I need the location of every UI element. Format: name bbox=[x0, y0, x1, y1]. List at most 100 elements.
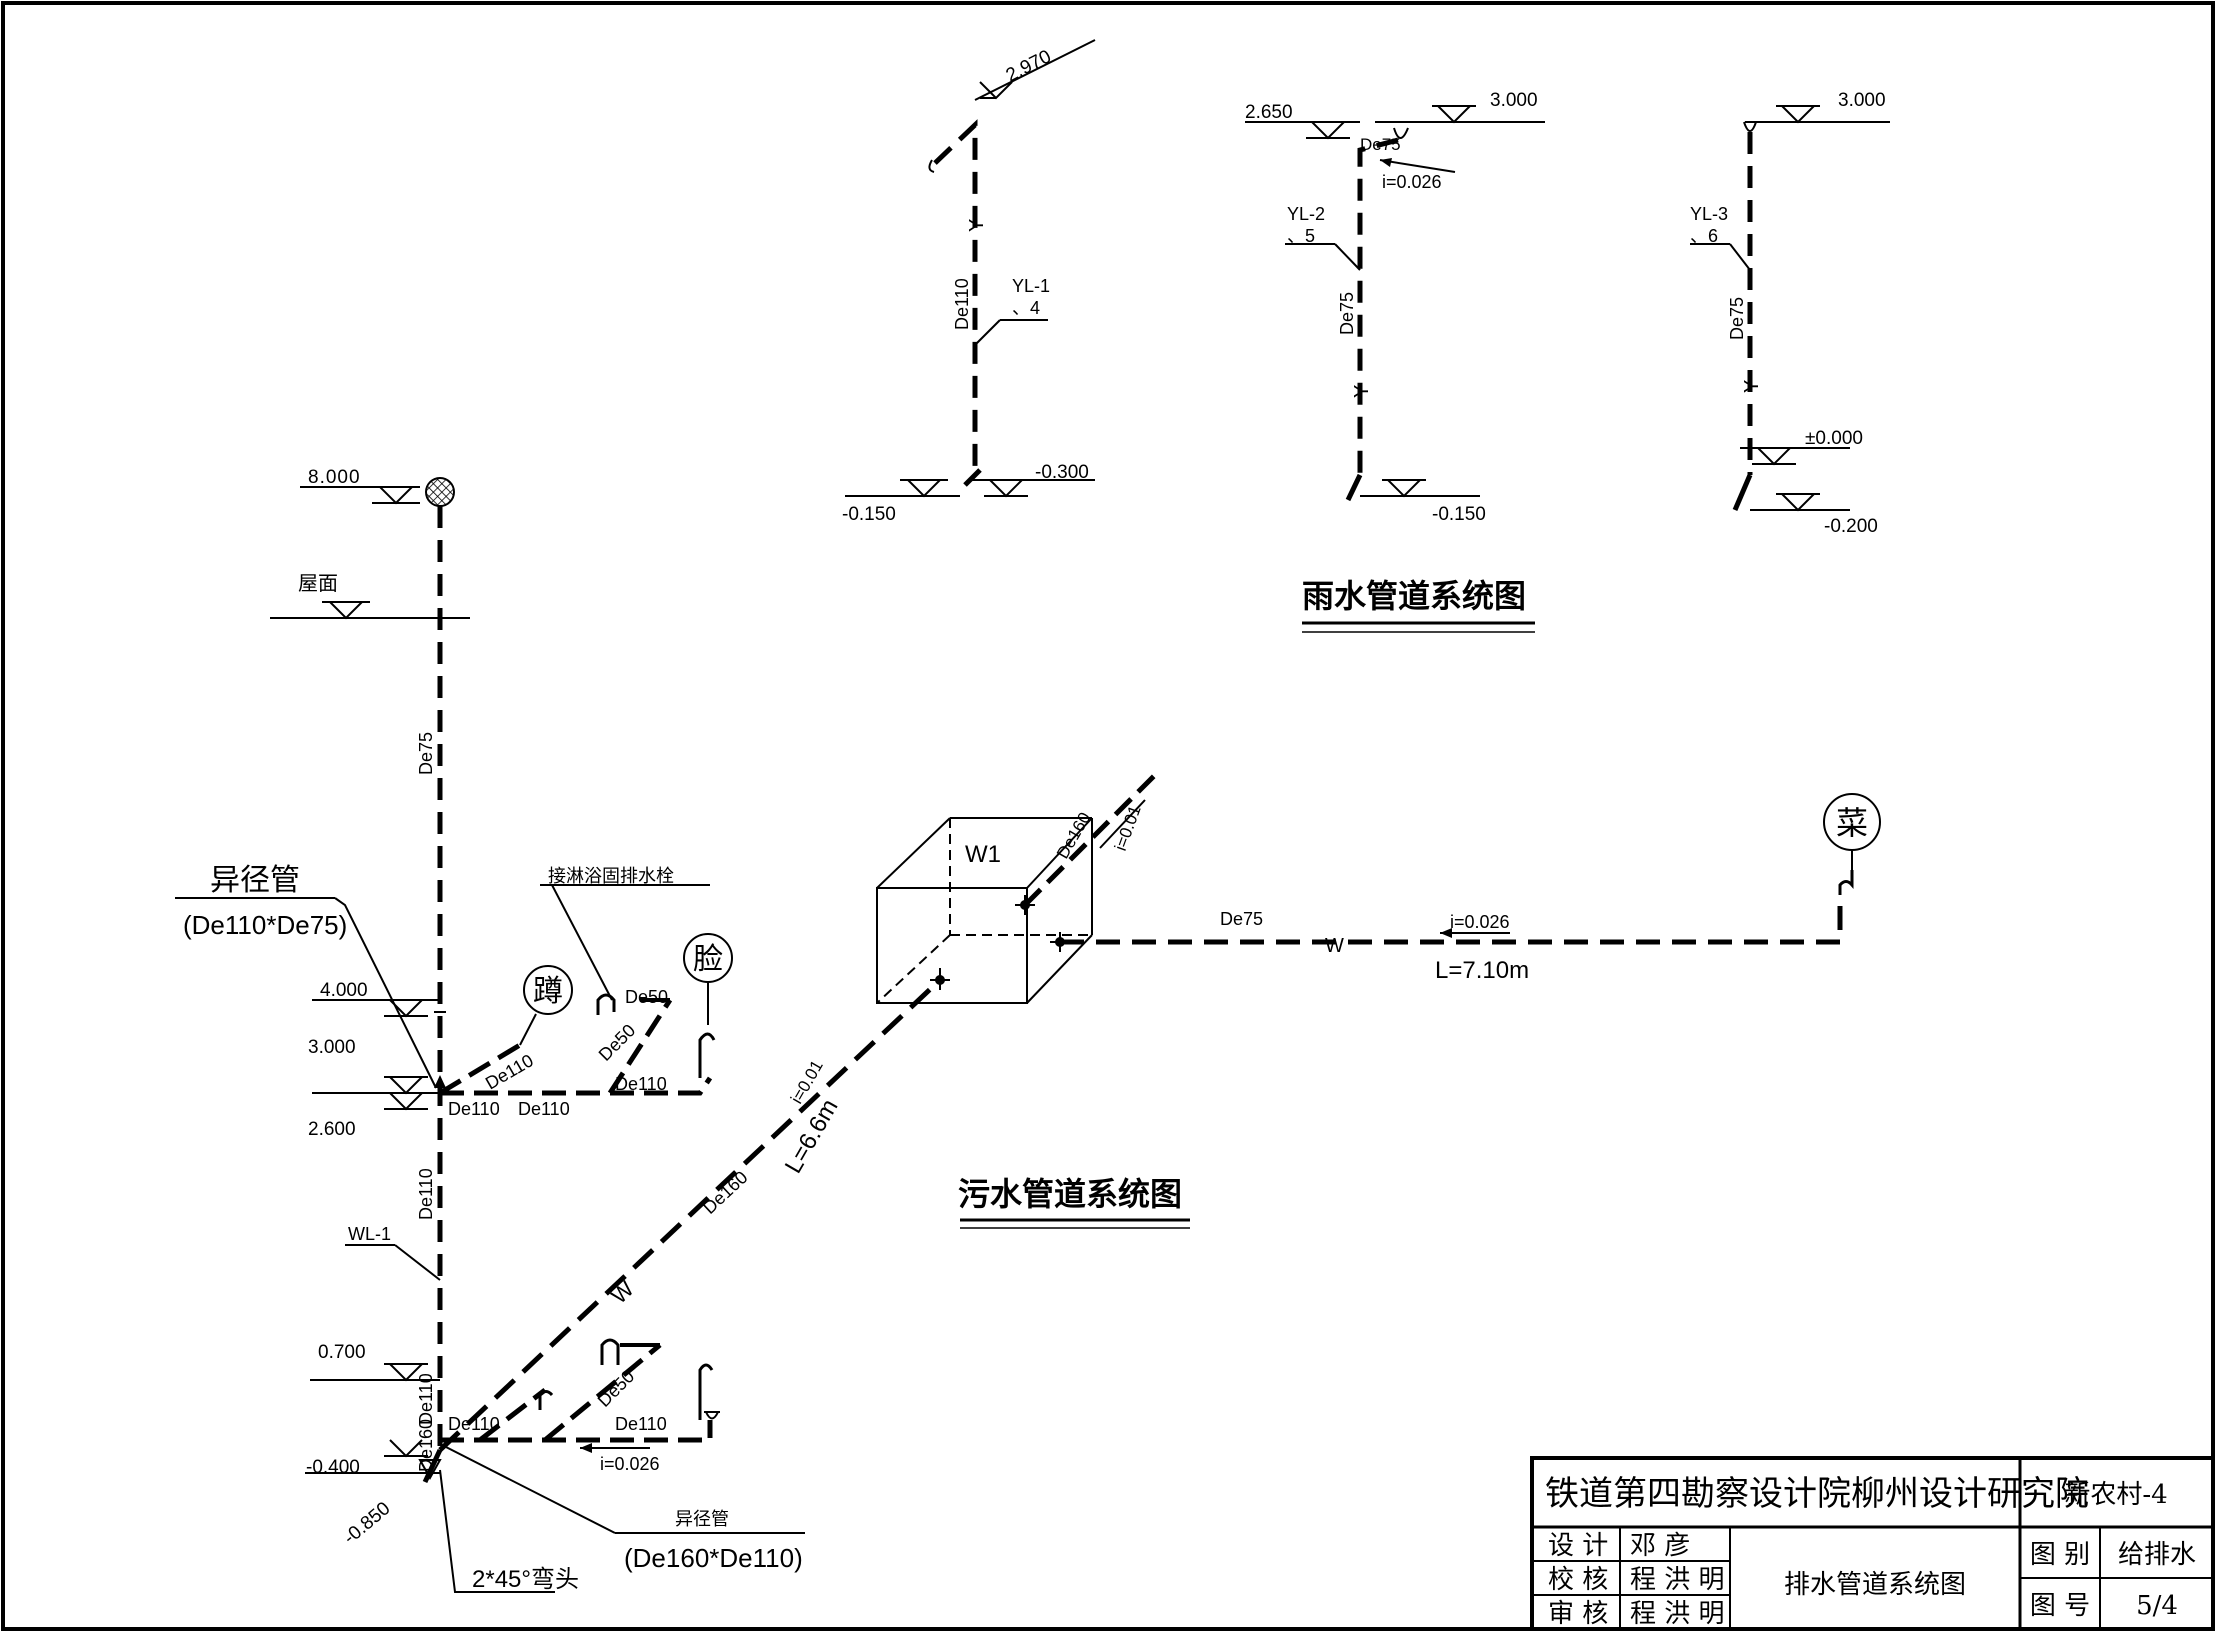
elevation-marker-icon bbox=[1752, 447, 1796, 466]
yl2-sub: 、5 bbox=[1287, 226, 1315, 246]
pipe-de110-label: De110 bbox=[448, 1099, 500, 1119]
elevation-marker-icon bbox=[372, 486, 420, 505]
elevation-marker-icon bbox=[1382, 479, 1426, 498]
project-name: 新农村-4 bbox=[2064, 1480, 2167, 1510]
elevation-marker-icon bbox=[1432, 105, 1476, 124]
category-label: 图 别 bbox=[2030, 1540, 2090, 1570]
reducer2-label: 异径管 bbox=[675, 1509, 729, 1529]
yl1-elevation-a: -0.300 bbox=[1035, 462, 1089, 483]
kitchen-sewer bbox=[1060, 895, 1843, 945]
riser-de75-label: De75 bbox=[416, 732, 436, 775]
trap-icon bbox=[538, 1390, 554, 1410]
wl1-label: WL-1 bbox=[348, 1224, 391, 1244]
trap-icon bbox=[698, 1363, 714, 1420]
title-block bbox=[1530, 1456, 2215, 1631]
yl2-pipe-label: De75 bbox=[1337, 292, 1357, 335]
elevation-marker-icon bbox=[384, 1076, 428, 1095]
shower-drain-note: 接淋浴固排水栓 bbox=[548, 866, 674, 886]
number-label: 图 号 bbox=[2030, 1591, 2090, 1621]
trap-icon bbox=[596, 993, 616, 1015]
riser-yl2 bbox=[1357, 137, 1399, 475]
slope-label: i=0.026 bbox=[1450, 912, 1510, 932]
kitchen-sink-label: 菜 bbox=[1836, 805, 1868, 841]
pipe-de160-label: De160 bbox=[699, 1167, 751, 1218]
yl1-label: YL-1 bbox=[1012, 276, 1050, 296]
elevation-marker-icon bbox=[1306, 121, 1350, 140]
yl3-sub: 、6 bbox=[1690, 226, 1718, 246]
rain-title: 雨水管道系统图 bbox=[1302, 577, 1526, 615]
yl2-elevation-b: 3.000 bbox=[1490, 90, 1538, 111]
pipe-de110-label: De110 bbox=[448, 1414, 500, 1434]
number-value: 5/4 bbox=[2136, 1591, 2178, 1621]
yl2-elevation-a: 2.650 bbox=[1245, 102, 1293, 123]
elevation-2600: 2.600 bbox=[308, 1119, 356, 1140]
rain-system bbox=[845, 39, 1890, 512]
institute-name: 铁道第四勘察设计院柳州设计研究院 bbox=[1545, 1474, 2089, 1514]
squat-toilet-label: 蹲 bbox=[533, 975, 563, 1008]
yl1-sub: 、4 bbox=[1012, 298, 1040, 318]
rain-hopper-icon bbox=[1743, 121, 1757, 132]
elevation-marker-icon bbox=[1776, 105, 1820, 124]
yl1-elevation-b: -0.150 bbox=[842, 504, 896, 525]
drawing-name: 排水管道系统图 bbox=[1784, 1570, 1966, 1600]
elevation-marker-icon bbox=[322, 601, 370, 620]
elevation-n0400: -0.400 bbox=[306, 1457, 360, 1478]
length-label: L=7.10m bbox=[1435, 957, 1529, 984]
riser-de110-label: De110 bbox=[416, 1373, 436, 1425]
pipe-w-label: W bbox=[1325, 935, 1344, 957]
rain-hopper-icon bbox=[928, 159, 935, 173]
pipe-de110-label: De110 bbox=[615, 1074, 667, 1094]
check-role: 校 核 bbox=[1548, 1565, 1608, 1595]
pipe-de50-label: De50 bbox=[625, 987, 668, 1007]
yl1-y-label: Y bbox=[966, 219, 988, 232]
pipe-de75-label: De75 bbox=[1220, 909, 1263, 929]
check-name: 程 洪 明 bbox=[1630, 1565, 1725, 1595]
pipe-w-label: W bbox=[606, 1276, 638, 1309]
elevation-3000: 3.000 bbox=[308, 1037, 356, 1058]
elevation-marker-icon bbox=[384, 1363, 428, 1382]
branch-upper bbox=[440, 1076, 713, 1096]
main-sewer-w bbox=[438, 978, 942, 1452]
elevation-marker-icon bbox=[984, 479, 1028, 498]
roof-label: 屋面 bbox=[298, 573, 338, 595]
elevation-marker-icon bbox=[384, 1439, 428, 1458]
elevation-marker-icon bbox=[384, 999, 428, 1018]
box-w1-label: W1 bbox=[965, 841, 1001, 868]
sewage-title: 污水管道系统图 bbox=[958, 1175, 1182, 1213]
elevation-8000: 8.000 bbox=[308, 467, 361, 488]
yl3-label: YL-3 bbox=[1690, 204, 1728, 224]
branch-lower bbox=[440, 1420, 713, 1443]
elevation-0700: 0.700 bbox=[318, 1342, 366, 1363]
reducer2-spec: (De160*De110) bbox=[624, 1543, 803, 1573]
design-name: 邓 彦 bbox=[1630, 1531, 1690, 1561]
trap-icon bbox=[698, 1032, 716, 1078]
pipe-de50-label: De50 bbox=[594, 1366, 639, 1411]
yl3-elevation-top: 3.000 bbox=[1838, 90, 1886, 111]
trap-icon bbox=[600, 1338, 620, 1365]
design-role: 设 计 bbox=[1548, 1531, 1608, 1561]
yl1-elevation-top: 2.970 bbox=[1003, 46, 1055, 86]
elevation-marker-icon bbox=[384, 1092, 428, 1111]
yl2-slope: i=0.026 bbox=[1382, 172, 1442, 192]
trap-icon bbox=[1838, 870, 1854, 895]
riser-yl1 bbox=[933, 119, 978, 475]
sewage-system bbox=[175, 477, 942, 1593]
elevation-4000: 4.000 bbox=[320, 980, 368, 1001]
length-label: L=6.6m bbox=[780, 1095, 844, 1178]
yl2-label: YL-2 bbox=[1287, 204, 1325, 224]
wash-basin-label: 脸 bbox=[693, 943, 723, 976]
yl3-y-label: Y bbox=[1741, 380, 1763, 393]
riser-de160-label: De160 bbox=[416, 1419, 436, 1472]
floor-drain-icon bbox=[704, 1411, 720, 1420]
yl2-y-label: Y bbox=[1351, 385, 1373, 398]
elevation-n0850: -0.850 bbox=[340, 1498, 395, 1549]
slope-label: i=0.01 bbox=[1111, 803, 1145, 853]
category-value: 给排水 bbox=[2118, 1540, 2196, 1570]
review-role: 审 核 bbox=[1548, 1599, 1608, 1629]
yl3-elevation-a: ±0.000 bbox=[1805, 428, 1863, 449]
yl1-pipe-label: De110 bbox=[952, 278, 972, 330]
slope-label: i=0.026 bbox=[600, 1454, 660, 1474]
elbow-label: 2*45°弯头 bbox=[472, 1566, 579, 1593]
